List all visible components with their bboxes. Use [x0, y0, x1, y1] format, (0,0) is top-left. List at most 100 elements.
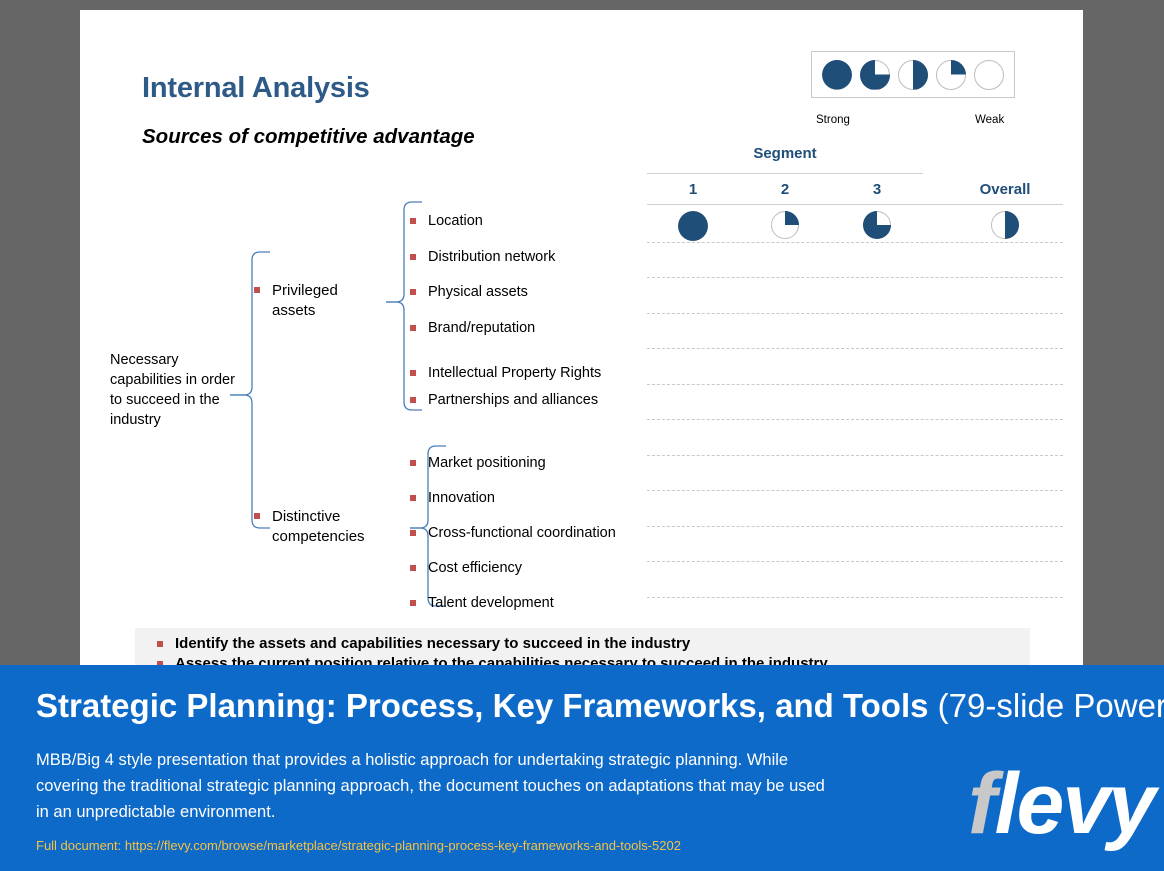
tree-leaf-label: Physical assets: [428, 284, 528, 300]
flevy-logo-levy: levy: [994, 756, 1156, 852]
tree-leaf-label: Location: [428, 213, 483, 229]
bullet-square-icon: [410, 495, 416, 501]
page-subtitle: Sources of competitive advantage: [142, 125, 475, 148]
bullet-square-icon: [410, 370, 416, 376]
matrix-row-divider: [647, 561, 1063, 562]
footnote-item: Identify the assets and capabilities nec…: [135, 634, 1030, 654]
harvey-ball-fill: [1005, 211, 1019, 239]
tree-leaf-item: Talent development: [410, 594, 554, 612]
banner-description: MBB/Big 4 style presentation that provid…: [36, 751, 825, 821]
matrix-group-header: Segment: [753, 145, 817, 162]
harvey-ball-fill: [913, 59, 928, 90]
tree-leaf-label: Talent development: [428, 595, 554, 611]
tree-leaf-item: Cost efficiency: [410, 559, 523, 577]
tree-leaf-item: Brand/reputation: [410, 319, 536, 337]
banner-document-link[interactable]: Full document: https://flevy.com/browse/…: [36, 838, 681, 853]
tree-leaf-item: Location: [410, 212, 483, 230]
matrix-segment-rule: [647, 173, 923, 174]
legend-label-weak: Weak: [975, 114, 1005, 126]
matrix-row-divider: [647, 348, 1063, 349]
bullet-square-icon: [157, 641, 163, 647]
harvey-ball-fill: [785, 211, 799, 225]
bullet-square-icon: [254, 287, 260, 293]
matrix-cell[interactable]: [831, 211, 923, 239]
matrix-row-divider: [647, 383, 1063, 385]
legend-harvey-ball-50: [898, 59, 928, 90]
footnote-text: Assess the current position relative to …: [175, 655, 828, 665]
tree-leaf-label: Cross-functional coordination: [428, 525, 616, 541]
legend-harvey-ball-25: [936, 59, 966, 90]
harvey-ball-fill: [678, 211, 708, 241]
banner-title-main: Strategic Planning: Process, Key Framewo…: [36, 687, 929, 724]
slide-canvas: Internal Analysis Sources of competitive…: [80, 10, 1083, 665]
banner-title-suffix: (79-slide PowerPoint presentation): [937, 687, 1164, 724]
tree-branch-distinctive-competencies: Distinctive competencies: [254, 507, 402, 547]
harvey-ball-fill: [822, 59, 852, 90]
tree-leaf-label: Intellectual Property Rights: [428, 365, 602, 381]
tree-leaf-label: Distribution network: [428, 249, 556, 265]
page-title: Internal Analysis: [142, 72, 370, 104]
matrix-cell[interactable]: [947, 211, 1063, 239]
legend-scale: [811, 51, 1015, 98]
matrix-harvey-ball-75: [863, 211, 891, 239]
bullet-square-icon: [410, 289, 416, 295]
matrix-row-divider: [647, 490, 1063, 491]
bullet-square-icon: [410, 565, 416, 571]
matrix-column-header-1: 1: [688, 181, 698, 198]
bullet-square-icon: [157, 661, 163, 665]
matrix-cell[interactable]: [647, 211, 739, 241]
tree-leaf-item: Innovation: [410, 489, 495, 507]
footnote-text: Identify the assets and capabilities nec…: [175, 635, 691, 652]
matrix-row-divider: [647, 454, 1063, 456]
footnote-item: Assess the current position relative to …: [135, 654, 1030, 665]
matrix-row-divider: [647, 419, 1063, 420]
bullet-square-icon: [410, 325, 416, 331]
matrix-row-divider: [647, 596, 1063, 598]
tree-branch-privileged-assets: Privileged assets: [254, 281, 382, 321]
flevy-logo-f: f: [967, 756, 997, 852]
bullet-square-icon: [410, 600, 416, 606]
bullet-square-icon: [410, 254, 416, 260]
matrix-header-rule: [647, 204, 1063, 205]
tree-leaf-item: Partnerships and alliances: [410, 391, 599, 409]
tree-connectors: [230, 201, 446, 607]
tree-leaf-label: Market positioning: [428, 455, 546, 471]
matrix-column-header-3: 3: [872, 181, 882, 198]
bullet-square-icon: [410, 530, 416, 536]
matrix-harvey-ball-25: [771, 211, 799, 239]
bullet-square-icon: [410, 460, 416, 466]
bullet-square-icon: [254, 513, 260, 519]
bullet-square-icon: [410, 397, 416, 403]
harvey-ball-fill: [863, 211, 891, 239]
matrix-row-divider: [647, 525, 1063, 527]
legend-label-strong: Strong: [816, 114, 850, 126]
tree-branch-label: Privileged assets: [272, 282, 338, 319]
tree-leaf-item: Intellectual Property Rights: [410, 364, 602, 382]
matrix-column-header-2: 2: [780, 181, 790, 198]
tree-leaf-item: Distribution network: [410, 248, 556, 266]
matrix-row-divider: [647, 241, 1063, 243]
tree-root-label: Necessary capabilities in order to succe…: [110, 352, 235, 428]
legend-harvey-ball-0: [974, 59, 1004, 90]
flevy-promo-banner: Strategic Planning: Process, Key Framewo…: [0, 665, 1164, 871]
tree-leaf-item: Cross-functional coordination: [410, 524, 616, 542]
matrix-row-divider: [647, 312, 1063, 314]
matrix-harvey-ball-100: [678, 211, 708, 241]
tree-leaf-item: Market positioning: [410, 454, 546, 472]
matrix-column-header-overall: Overall: [979, 181, 1031, 198]
footnote-box: Identify the assets and capabilities nec…: [135, 628, 1030, 665]
legend-harvey-ball-100: [822, 59, 852, 90]
tree-branch-label: Distinctive competencies: [272, 508, 365, 545]
bullet-square-icon: [410, 218, 416, 224]
banner-title: Strategic Planning: Process, Key Framewo…: [36, 687, 1164, 725]
tree-leaf-label: Cost efficiency: [428, 560, 523, 576]
tree-leaf-item: Physical assets: [410, 283, 528, 301]
legend-harvey-ball-75: [860, 59, 890, 90]
matrix-harvey-ball-50: [991, 211, 1019, 239]
tree-leaf-label: Partnerships and alliances: [428, 392, 599, 408]
flevy-logo: flevy: [968, 761, 1156, 847]
tree-leaf-label: Innovation: [428, 490, 495, 506]
tree-leaf-label: Brand/reputation: [428, 320, 536, 336]
matrix-cell[interactable]: [739, 211, 831, 239]
matrix-row-divider: [647, 277, 1063, 278]
